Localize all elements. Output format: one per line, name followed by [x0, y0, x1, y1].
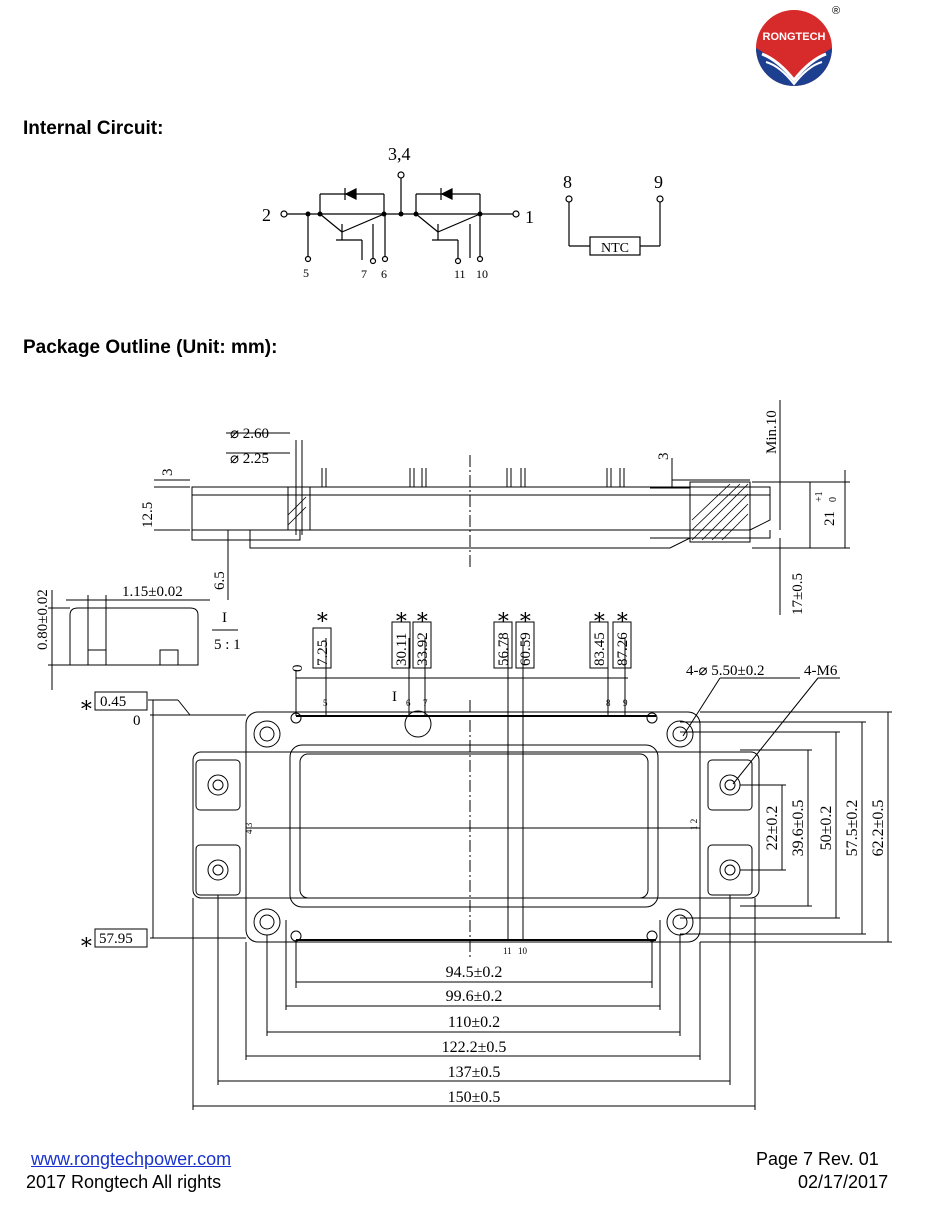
zero-y-label: 0	[133, 713, 141, 729]
pin-9-label: 9	[654, 172, 663, 192]
star-mark: ∗	[496, 604, 511, 629]
internal-circuit-schematic: 2 1 3,4 5 7 6 11 10 8 9 NTC	[262, 144, 664, 281]
pin-mark-6: 6	[406, 698, 411, 708]
vdim-39-6: 39.6±0.5	[790, 800, 807, 857]
pin-5-label: 5	[303, 266, 309, 280]
pin-2-label: 2	[262, 205, 271, 225]
vdim-22: 22±0.2	[764, 806, 781, 851]
zero-x-label: 0	[290, 665, 306, 673]
hdim-122-2: 122.2±0.5	[442, 1039, 507, 1056]
package-outline-heading: Package Outline (Unit: mm):	[23, 337, 278, 358]
star-mark: ∗	[394, 604, 409, 629]
dim-min-10: Min.10	[764, 410, 780, 454]
pin-8-label: 8	[563, 172, 572, 192]
logo-text: RONGTECH	[763, 31, 826, 43]
pin-dim-7-25: 7.25	[315, 640, 331, 666]
detail-I-label: I	[222, 610, 227, 626]
pin-mark-12: 1 2	[689, 819, 699, 830]
registered-mark: ®	[832, 5, 840, 17]
ntc-label: NTC	[601, 241, 629, 256]
dim-12-5: 12.5	[140, 502, 156, 528]
hdim-94-5: 94.5±0.2	[446, 964, 503, 981]
dia-260-label: ⌀ 2.60	[230, 426, 269, 442]
pin-34-label: 3,4	[388, 144, 411, 164]
document-date: 02/17/2017	[798, 1172, 889, 1192]
hdim-110: 110±0.2	[448, 1014, 500, 1031]
vdim-62-2: 62.2±0.5	[870, 800, 887, 857]
pin-mark-5: 5	[323, 698, 328, 708]
company-logo: RONGTECH ®	[752, 2, 842, 92]
dim-0-45: 0.45	[100, 694, 126, 710]
detail-scale: 5 : 1	[214, 637, 241, 653]
dim-3-left: 3	[160, 469, 176, 477]
star-mark: ∗	[79, 692, 94, 717]
pin-mark-9: 9	[623, 698, 628, 708]
star-mark: ∗	[79, 929, 94, 954]
vdim-57-5: 57.5±0.2	[844, 800, 861, 857]
thread-note: 4-M6	[804, 663, 838, 679]
pin-1-label: 1	[525, 207, 534, 227]
copyright-text: 2017 Rongtech All rights	[26, 1172, 222, 1192]
pin-mark-7: 7	[423, 698, 428, 708]
dim-6-5: 6.5	[212, 571, 228, 590]
star-mark: ∗	[518, 604, 533, 629]
pin-10-label: 10	[476, 267, 488, 281]
star-mark: ∗	[615, 604, 630, 629]
dim-1-15: 1.15±0.02	[122, 584, 183, 600]
pin-mark-10: 10	[518, 946, 528, 956]
pin-dim-30-11: 30.11	[394, 633, 410, 666]
website-link[interactable]: www.rongtechpower.com	[31, 1149, 232, 1169]
vdim-50: 50±0.2	[818, 806, 835, 851]
pin-dim-56-78: 56.78	[496, 632, 512, 666]
pin-dim-60-59: 60.59	[518, 632, 534, 666]
star-mark: ∗	[315, 604, 330, 629]
dim-57-95: 57.95	[99, 931, 133, 947]
internal-circuit-heading: Internal Circuit:	[23, 118, 164, 139]
page-number: Page 7 Rev. 01	[756, 1149, 879, 1169]
hdim-150: 150±0.5	[448, 1089, 501, 1106]
pin-mark-11: 11	[503, 946, 512, 956]
dia-225-label: ⌀ 2.25	[230, 451, 269, 467]
star-mark: ∗	[592, 604, 607, 629]
dim-21-tol-minus: 0	[828, 497, 839, 502]
pin-dim-83-45: 83.45	[592, 632, 608, 666]
hdim-137: 137±0.5	[448, 1064, 501, 1081]
package-outline-drawing: ⌀ 2.60 ⌀ 2.25 3 12.5 6.5 3 Min.10 21 +1 …	[35, 400, 892, 1110]
star-mark: ∗	[415, 604, 430, 629]
pin-mark-43: 4 3	[244, 822, 254, 834]
dim-17: 17±0.5	[790, 573, 806, 615]
pin-6-label: 6	[381, 267, 387, 281]
detail-I-callout: I	[392, 689, 397, 705]
pin-mark-8: 8	[606, 698, 611, 708]
pin-dim-33-92: 33.92	[415, 632, 431, 666]
pin-7-label: 7	[361, 267, 367, 281]
hole-note: 4-⌀ 5.50±0.2	[686, 663, 765, 679]
pin-dim-87-26: 87.26	[615, 632, 631, 666]
dim-21: 21	[822, 511, 838, 526]
hdim-99-6: 99.6±0.2	[446, 988, 503, 1005]
pin-11-label: 11	[454, 267, 466, 281]
dim-3-right: 3	[656, 453, 672, 461]
dim-21-tol-plus: +1	[814, 491, 825, 502]
dim-0-80: 0.80±0.02	[35, 589, 51, 650]
